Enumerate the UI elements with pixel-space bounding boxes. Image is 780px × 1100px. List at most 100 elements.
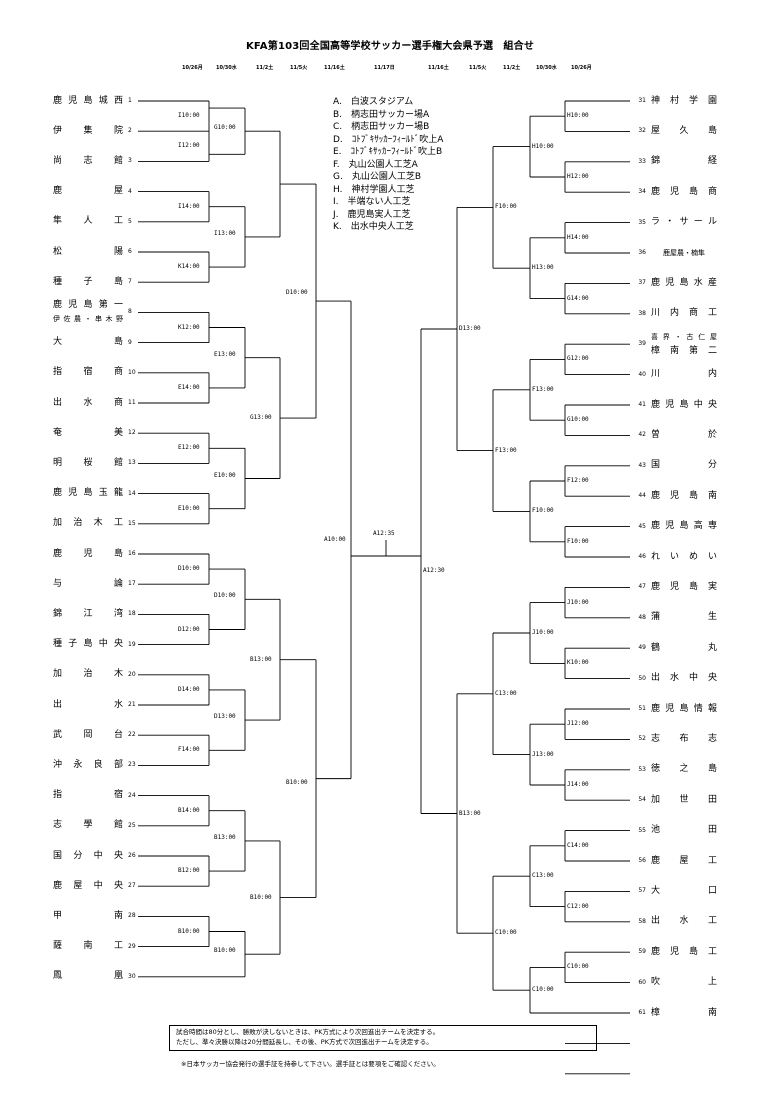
team-name: 出水 [53, 699, 123, 710]
match-label: J10:00 [567, 598, 589, 606]
match-label: K10:00 [567, 659, 589, 667]
seed-number: 30 [128, 972, 136, 980]
team-name: 加治木工 [53, 518, 123, 529]
team-name: 鹿屋工 [651, 855, 717, 866]
team-name: 国分 [651, 460, 717, 471]
team-name: 隼人工 [53, 216, 123, 227]
seed-number: 22 [128, 731, 136, 739]
team-name: 鶴丸 [651, 642, 717, 653]
seed-number: 41 [638, 401, 646, 408]
match-label: K14:00 [178, 263, 200, 271]
match-label: B10:00 [214, 947, 236, 955]
match-label: A12:35 [373, 530, 395, 537]
seed-number: 43 [638, 461, 646, 469]
seed-number: 19 [128, 640, 136, 648]
seed-number: 32 [638, 127, 646, 135]
match-label: G10:00 [214, 124, 236, 132]
team-name: 指宿商 [53, 367, 123, 378]
seed-number: 42 [638, 431, 646, 439]
venue-item: I. 半端ない人工芝 [333, 197, 411, 207]
match-label: B10:00 [178, 927, 200, 935]
team-name: 蒲生 [651, 612, 717, 623]
date-label: 11/5火 [290, 65, 308, 71]
match-label: B14:00 [178, 806, 200, 814]
match-label: E12:00 [178, 444, 200, 452]
date-label: 11/5火 [469, 65, 487, 71]
seed-number: 14 [128, 489, 136, 497]
match-label: B13:00 [250, 655, 272, 663]
seed-number: 26 [128, 852, 136, 859]
team-name: 奄美 [53, 427, 123, 438]
seed-number: 49 [638, 644, 646, 652]
date-label: 11/17日 [374, 65, 395, 71]
seed-number: 16 [128, 550, 136, 557]
seed-number: 47 [638, 583, 646, 591]
match-label: I12:00 [178, 142, 200, 150]
seed-number: 36 [638, 249, 646, 256]
venue-item: G. 丸山公園人工芝B [333, 172, 422, 182]
match-label: B10:00 [286, 778, 308, 786]
match-label: J14:00 [567, 781, 589, 788]
team-name: 薩南工 [53, 941, 123, 952]
team-name: 樟南 [651, 1007, 717, 1018]
team-name: 鹿児島 [53, 548, 123, 559]
match-label: D10:00 [286, 289, 308, 297]
match-label: A12:30 [423, 567, 445, 575]
match-label: F10:00 [495, 203, 517, 211]
team-name: 池田 [651, 825, 717, 836]
seed-number: 17 [128, 580, 136, 588]
match-label: J13:00 [532, 750, 554, 758]
team-name: 沖永良部 [53, 759, 123, 770]
team-name: 鹿児島南 [651, 490, 717, 501]
venue-item: B. 柄志田サッカー場A [333, 109, 430, 120]
seed-number: 39 [638, 340, 646, 348]
match-label: C12:00 [567, 902, 589, 910]
date-label: 10/26月 [182, 65, 203, 71]
date-label: 11/16土 [428, 65, 449, 71]
match-label: G13:00 [250, 414, 272, 422]
team-name: 鹿児島水産 [651, 277, 717, 288]
team-name: 伊佐農・串木野 [53, 315, 123, 324]
match-label: I13:00 [214, 229, 236, 237]
date-label: 10/30水 [536, 65, 557, 71]
seed-number: 48 [638, 613, 646, 621]
match-label: H13:00 [532, 264, 554, 272]
team-name: 鹿屋農・楠隼 [663, 248, 705, 257]
seed-number: 54 [638, 796, 646, 804]
seed-number: 20 [128, 670, 136, 678]
team-name: 鹿屋 [53, 186, 123, 197]
team-name: 樟南第二 [651, 346, 717, 357]
match-label: D10:00 [178, 565, 200, 573]
team-name: 鹿児島中央 [651, 399, 717, 410]
team-name: 志學館 [53, 820, 123, 831]
seed-number: 9 [128, 338, 132, 346]
match-label: B13:00 [459, 809, 481, 817]
seed-number: 33 [638, 157, 646, 165]
match-label: F13:00 [532, 385, 554, 393]
team-name: 大口 [651, 885, 717, 896]
team-name: 国分中央 [53, 850, 123, 861]
venue-item: H. 神村学園人工芝 [333, 184, 415, 195]
seed-number: 18 [128, 610, 136, 618]
team-name: 出水商 [53, 397, 123, 408]
team-name: 屋久島 [651, 125, 717, 136]
match-label: C10:00 [532, 986, 554, 994]
seed-number: 11 [128, 399, 136, 406]
team-name: れいめい [651, 551, 717, 562]
seed-number: 15 [128, 519, 136, 527]
team-name: 鹿児島第一 [53, 300, 123, 311]
team-name: 明桜館 [53, 457, 123, 468]
match-label: D14:00 [178, 685, 200, 693]
team-name: 喜界・古仁屋 [651, 333, 717, 342]
match-label: B13:00 [214, 833, 236, 841]
match-label: E10:00 [214, 471, 236, 479]
match-label: E10:00 [178, 504, 200, 512]
seed-number: 27 [128, 882, 136, 890]
seed-number: 34 [638, 188, 646, 196]
venue-item: J. 鹿児島実人工芝 [333, 209, 411, 220]
match-label: C10:00 [567, 963, 589, 971]
team-name: 鹿児島城西 [53, 95, 123, 106]
team-name: 出水工 [651, 916, 717, 927]
seed-number: 2 [128, 127, 132, 135]
team-name: 鹿児島商 [651, 186, 717, 197]
